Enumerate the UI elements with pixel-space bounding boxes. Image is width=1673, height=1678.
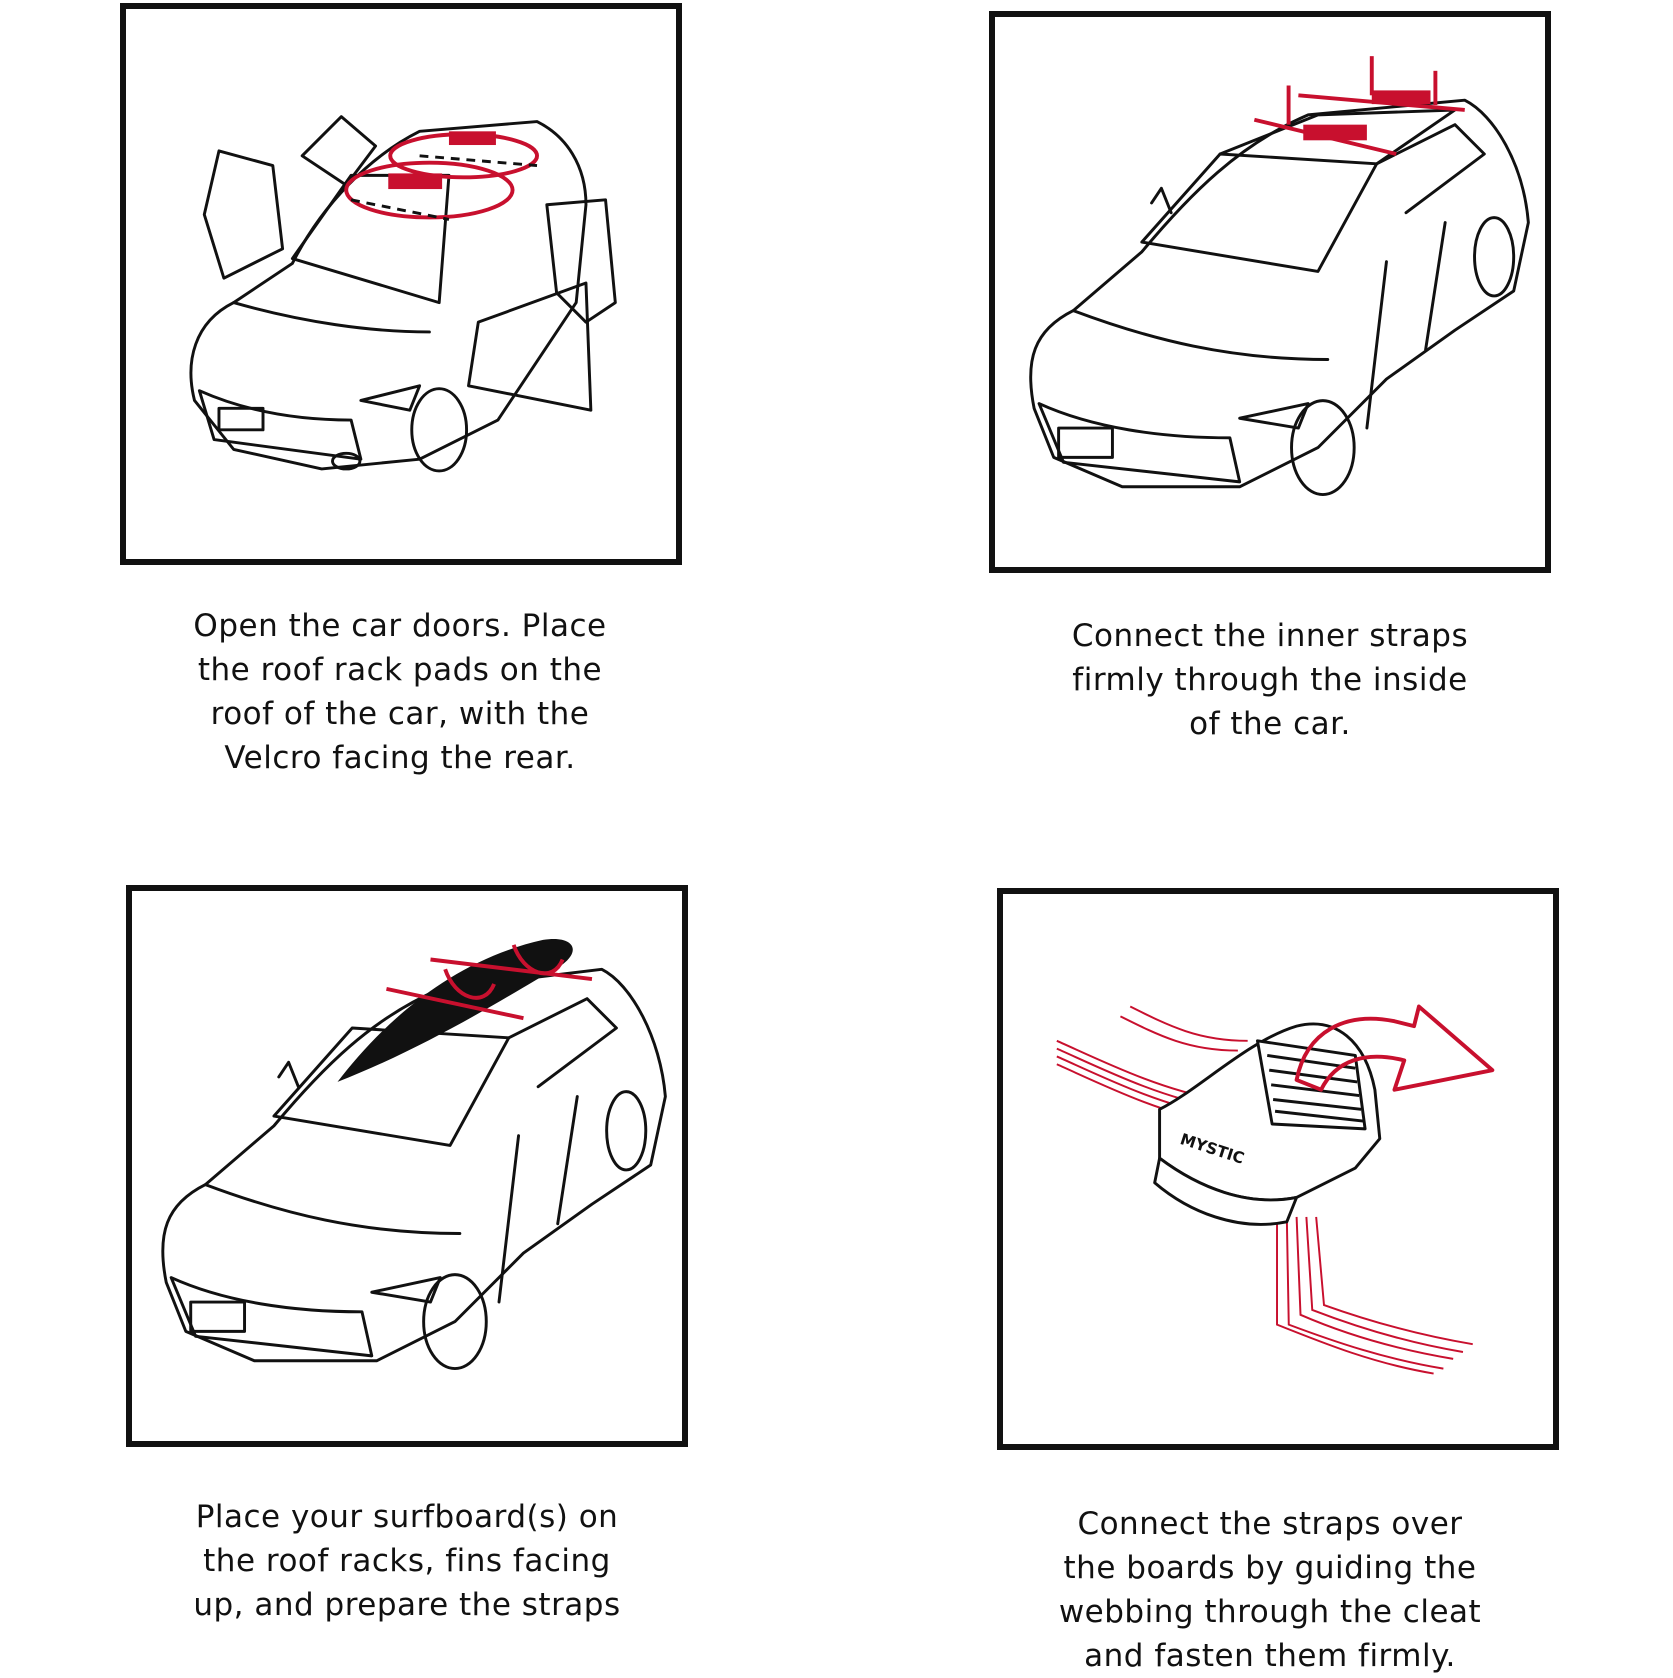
step-2-caption: Connect the inner straps firmly through … xyxy=(1010,614,1530,746)
step-4-caption-line: and fasten them firmly. xyxy=(1084,1638,1456,1674)
step-3-car-illustration xyxy=(161,938,667,1371)
step-1-car-illustration xyxy=(189,115,617,473)
step-2-caption-line: of the car. xyxy=(1189,706,1351,742)
step-1-caption: Open the car doors. Place the roof rack … xyxy=(140,604,660,780)
step-1-caption-line: Velcro facing the rear. xyxy=(224,740,576,776)
step-3-caption-line: up, and prepare the straps xyxy=(193,1587,621,1623)
step-1-illustration-frame xyxy=(120,3,682,565)
step-1-caption-line: Open the car doors. Place xyxy=(193,608,607,644)
step-2-caption-line: Connect the inner straps xyxy=(1071,618,1469,654)
step-4-caption-line: webbing through the cleat xyxy=(1058,1594,1482,1630)
step-1-caption-line: roof of the car, with the xyxy=(210,696,590,732)
step-4-caption-line: Connect the straps over xyxy=(1077,1506,1463,1542)
step-2-caption-line: firmly through the inside xyxy=(1072,662,1468,698)
step-3-caption: Place your surfboard(s) on the roof rack… xyxy=(147,1495,667,1627)
step-2-illustration-frame xyxy=(989,11,1551,573)
step-1-caption-line: the roof rack pads on the xyxy=(197,652,603,688)
step-3-illustration-frame xyxy=(126,885,688,1447)
step-3-caption-line: the roof racks, fins facing xyxy=(203,1543,611,1579)
step-3-caption-line: Place your surfboard(s) on xyxy=(195,1499,619,1535)
step-4-cleat-illustration: MYSTIC xyxy=(1056,1004,1495,1375)
direction-arrow-icon xyxy=(1294,1004,1495,1092)
surfboard-shape xyxy=(337,938,573,1082)
step-4-caption-line: the boards by guiding the xyxy=(1063,1550,1477,1586)
step-4-caption: Connect the straps over the boards by gu… xyxy=(1010,1502,1530,1678)
step-4-illustration-frame: MYSTIC xyxy=(997,888,1559,1450)
step-2-car-illustration xyxy=(1029,56,1530,497)
